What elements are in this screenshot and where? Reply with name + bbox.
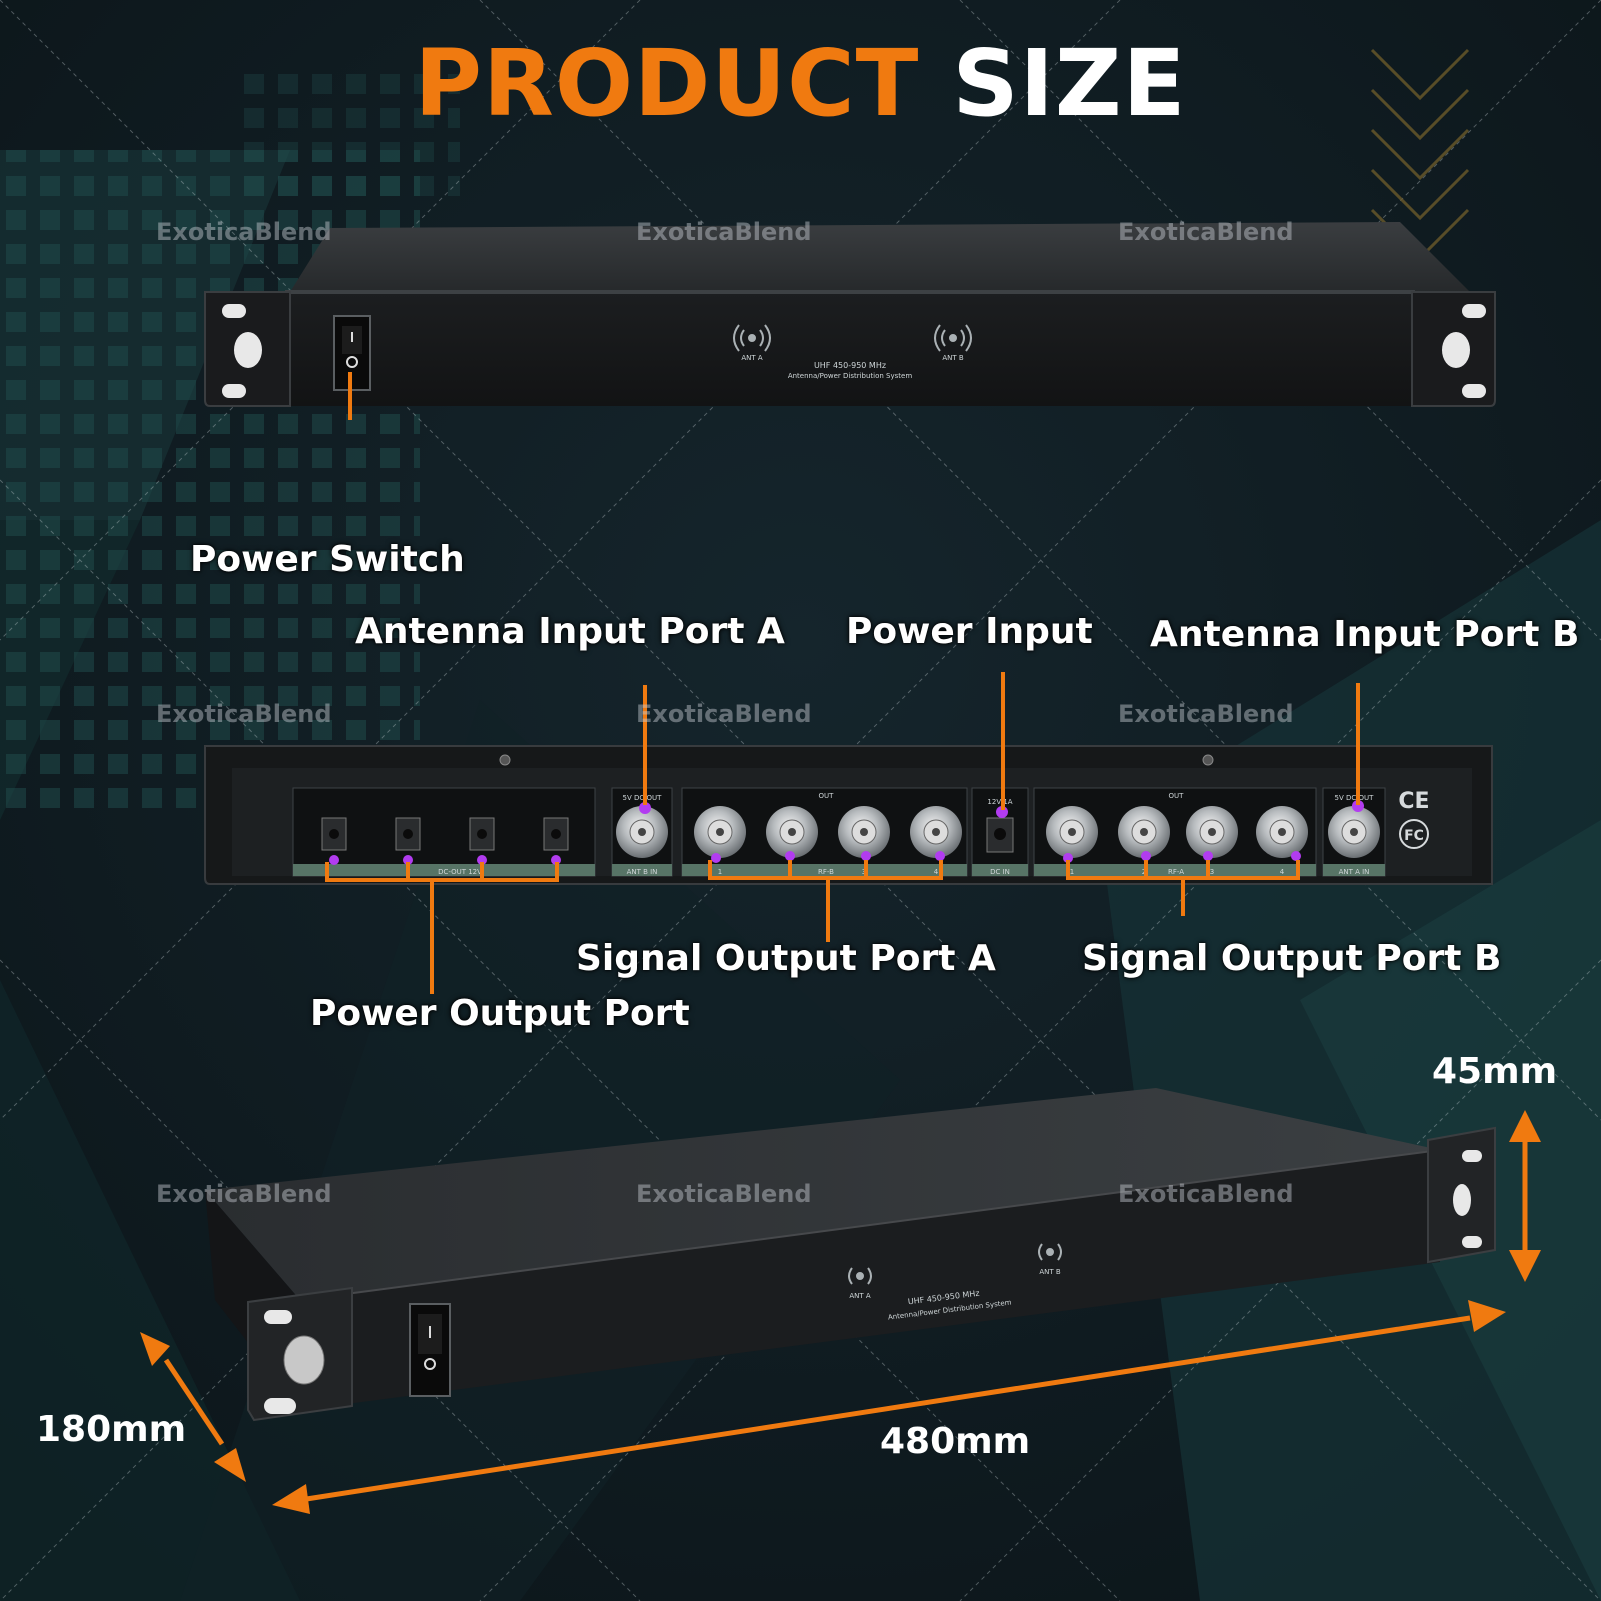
rear-rf-a-port-4: 4 (1280, 868, 1285, 876)
ce-mark-icon: CE (1398, 789, 1429, 814)
watermark: ExoticaBlend (636, 1180, 812, 1208)
antenna-b-perspective-icon (1038, 1243, 1062, 1261)
rear-rf-a-port-3: 3 (1210, 868, 1214, 876)
watermark: ExoticaBlend (1118, 218, 1294, 246)
watermark: ExoticaBlend (1118, 700, 1294, 728)
rear-rf-a-port-1: 1 (1070, 868, 1074, 876)
rear-rf-b-text: RF-B (818, 868, 834, 876)
antenna-input-port-a-label: Antenna Input Port A (355, 611, 785, 652)
front-model-text: UHF 450-950 MHz (814, 361, 886, 370)
width-dimension-label: 480mm (880, 1421, 1031, 1462)
rear-ant-b-in-text: ANT B IN (627, 868, 658, 876)
rear-5v-out-a-text: 5V DC OUT (1335, 794, 1375, 802)
antenna-a-perspective-icon (848, 1267, 872, 1285)
front-ant-b-text: ANT B (942, 354, 964, 362)
antenna-a-icon (733, 324, 771, 352)
title-part-1: PRODUCT (414, 30, 920, 137)
fc-mark-icon: FC (1404, 828, 1424, 844)
rear-out-b-text: OUT (819, 792, 835, 800)
watermark: ExoticaBlend (636, 700, 812, 728)
rear-5v-out-b-text: 5V DC OUT (623, 794, 663, 802)
rear-rf-b-port-4: 4 (934, 868, 939, 876)
watermark: ExoticaBlend (156, 1180, 332, 1208)
power-output-port-label: Power Output Port (310, 993, 690, 1034)
signal-output-port-b-label: Signal Output Port B (1082, 938, 1502, 979)
antenna-b-icon (934, 324, 972, 352)
rear-ant-a-in-text: ANT A IN (1339, 868, 1370, 876)
device-front-view: ANT A ANT B UHF 450-950 MHz Antenna/Powe… (204, 222, 1496, 420)
front-subtitle-text: Antenna/Power Distribution System (788, 372, 913, 380)
signal-output-port-a-label: Signal Output Port A (576, 938, 996, 979)
depth-dimension-label: 180mm (36, 1409, 187, 1450)
front-ant-a-text: ANT A (741, 354, 763, 362)
rear-rf-a-text: RF-A (1168, 868, 1184, 876)
power-input-label: Power Input (846, 611, 1093, 652)
title-part-2: SIZE (952, 30, 1187, 137)
rear-dc-in-text: DC IN (990, 868, 1010, 876)
page-title: PRODUCT SIZE (0, 38, 1601, 130)
perspective-ant-b-text: ANT B (1039, 1268, 1061, 1276)
power-switch-label: Power Switch (190, 539, 465, 580)
rear-dc-out-text: DC-OUT 12V (438, 868, 482, 876)
bnc-connectors (616, 806, 1380, 858)
watermark: ExoticaBlend (156, 700, 332, 728)
watermark: ExoticaBlend (156, 218, 332, 246)
rear-out-a-text: OUT (1169, 792, 1185, 800)
perspective-ant-a-text: ANT A (849, 1292, 871, 1300)
rear-dc-in-spec-text: 12V 1A (987, 798, 1012, 806)
dc-out-jacks (321, 817, 569, 851)
watermark: ExoticaBlend (636, 218, 812, 246)
watermark: ExoticaBlend (1118, 1180, 1294, 1208)
antenna-input-port-b-label: Antenna Input Port B (1150, 614, 1580, 655)
callout-lines (325, 672, 1360, 994)
rear-rf-b-port-1: 1 (718, 868, 722, 876)
dimension-arrows (140, 1110, 1541, 1514)
height-dimension-label: 45mm (1432, 1051, 1558, 1092)
